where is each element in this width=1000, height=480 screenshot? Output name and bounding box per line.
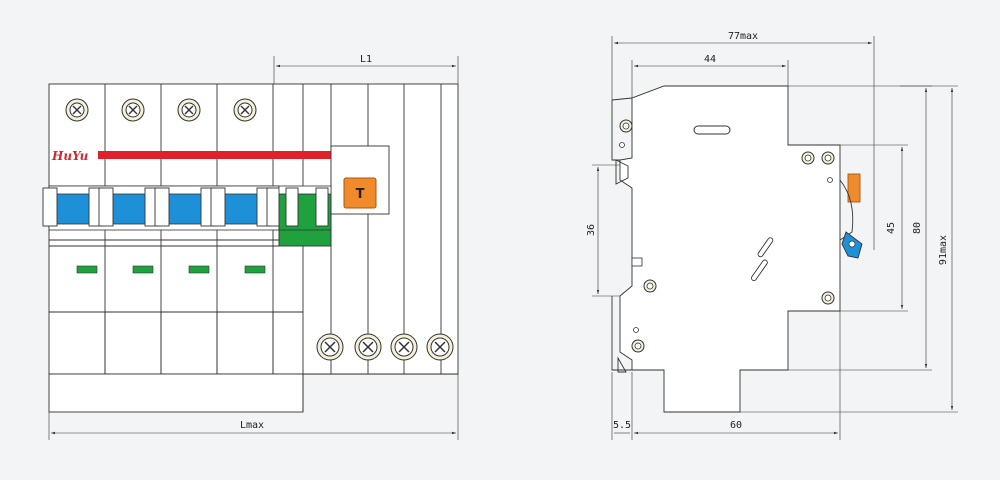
dimension-label-5-5: 5.5 <box>613 420 631 431</box>
bottom-terminals <box>316 333 454 361</box>
rcd-lever[interactable] <box>278 185 332 247</box>
front-lower-base <box>48 373 304 413</box>
side-screw-icon <box>821 291 835 305</box>
terminal-screw-icon <box>316 333 344 361</box>
side-screw-icon <box>643 279 657 293</box>
dimension-5-5: 5.5 <box>611 372 633 440</box>
dimension-l1: L1 <box>273 54 459 84</box>
dimension-label-44: 44 <box>704 54 716 65</box>
vent-slots <box>751 237 774 282</box>
status-indicator <box>188 265 210 274</box>
terminal-screw-icon <box>121 98 145 122</box>
side-screw-icon <box>821 151 835 165</box>
brand-logo: HuYu <box>51 149 89 163</box>
test-button-label: T <box>356 187 365 202</box>
dimension-77max: 77max <box>611 31 875 250</box>
dimension-label-91max: 91max <box>938 235 949 265</box>
status-indicator <box>132 265 154 274</box>
label-slot <box>693 125 731 135</box>
side-screw-icon <box>801 151 815 165</box>
dimension-60: 60 <box>634 311 841 440</box>
toggle-levers[interactable] <box>42 185 282 231</box>
test-button[interactable] <box>343 177 377 209</box>
terminal-screw-icon <box>390 333 418 361</box>
dimension-label-60: 60 <box>730 420 742 431</box>
dimension-label-lmax: Lmax <box>240 420 264 431</box>
terminal-screw-icon <box>233 98 257 122</box>
side-test-button[interactable] <box>847 173 861 203</box>
dimension-36: 36 <box>586 164 620 297</box>
side-view: 77max 44 36 45 80 <box>586 31 958 440</box>
terminal-screw-icon <box>177 98 201 122</box>
status-indicator <box>76 265 98 274</box>
dimension-lmax: Lmax <box>48 374 459 440</box>
side-screw-icon <box>631 339 645 353</box>
dimension-45: 45 <box>840 144 908 312</box>
terminal-screw-icon <box>426 333 454 361</box>
dimension-44: 44 <box>631 54 789 98</box>
side-housing <box>619 85 841 413</box>
module-dividers <box>49 84 442 412</box>
side-lever[interactable] <box>841 231 863 259</box>
dimension-91max: 91max <box>740 85 958 413</box>
terminal-screw-icon <box>354 333 382 361</box>
red-indicator-band <box>98 151 331 159</box>
dimension-label-l1: L1 <box>360 54 372 65</box>
dimension-label-80: 80 <box>912 222 923 234</box>
dimension-label-45: 45 <box>886 222 897 234</box>
dimension-label-36: 36 <box>586 224 597 236</box>
side-screw-icon <box>619 119 633 133</box>
status-indicator <box>244 265 266 274</box>
front-view: HuYu T <box>42 54 459 440</box>
top-terminals <box>65 98 257 122</box>
terminal-screw-icon <box>65 98 89 122</box>
dimension-label-77max: 77max <box>728 31 758 42</box>
